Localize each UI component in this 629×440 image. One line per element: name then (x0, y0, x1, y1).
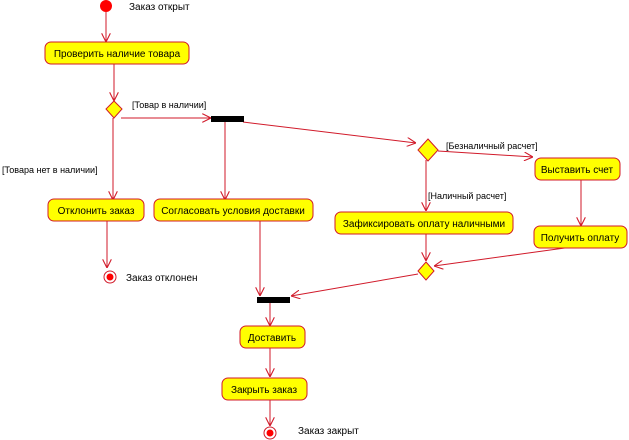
edge-decision-invoice (437, 150, 533, 157)
merge-payment (417, 261, 435, 281)
edge-merge-join (291, 273, 419, 296)
action-receive-payment-label: Получить оплату (541, 233, 620, 244)
action-deliver-label: Доставить (248, 333, 296, 344)
action-agree-delivery[interactable]: Согласовать условия доставки (153, 198, 314, 222)
guard-out-of-stock: [Товара нет в наличии] (2, 165, 98, 175)
start-label: Заказ открыт (129, 2, 190, 13)
action-close-order[interactable]: Закрыть заказ (221, 377, 308, 401)
action-deliver[interactable]: Доставить (239, 325, 306, 349)
action-close-order-label: Закрыть заказ (231, 385, 297, 396)
edges (106, 12, 581, 426)
action-record-cash-label: Зафиксировать оплату наличными (343, 218, 505, 230)
fork-bar (211, 116, 244, 122)
decision-payment (417, 138, 439, 162)
end-label-rejected: Заказ отклонен (126, 273, 198, 284)
end-label-closed: Заказ закрыт (298, 426, 359, 437)
action-receive-payment[interactable]: Получить оплату (533, 225, 628, 249)
initial-node (100, 0, 112, 12)
final-node-closed (263, 426, 277, 440)
action-record-cash[interactable]: Зафиксировать оплату наличными (334, 211, 514, 235)
guard-in-stock: [Товар в наличии] (132, 100, 206, 110)
guard-cash: [Наличный расчет] (428, 191, 506, 201)
action-reject-order-label: Отклонить заказ (58, 206, 135, 217)
join-bar (257, 297, 290, 303)
action-issue-invoice-label: Выставить счет (541, 165, 614, 176)
action-agree-delivery-label: Согласовать условия доставки (161, 206, 305, 217)
guard-cashless: [Безналичный расчет] (446, 141, 538, 151)
decision-stock (105, 100, 123, 119)
edge-receive-merge (434, 246, 573, 266)
action-issue-invoice[interactable]: Выставить счет (534, 157, 621, 181)
action-check-stock-label: Проверить наличие товара (54, 49, 181, 60)
action-check-stock[interactable]: Проверить наличие товара (44, 41, 190, 65)
action-reject-order[interactable]: Отклонить заказ (47, 198, 145, 222)
edge-fork-payment-decision (242, 121, 416, 143)
final-node-rejected (103, 270, 117, 284)
